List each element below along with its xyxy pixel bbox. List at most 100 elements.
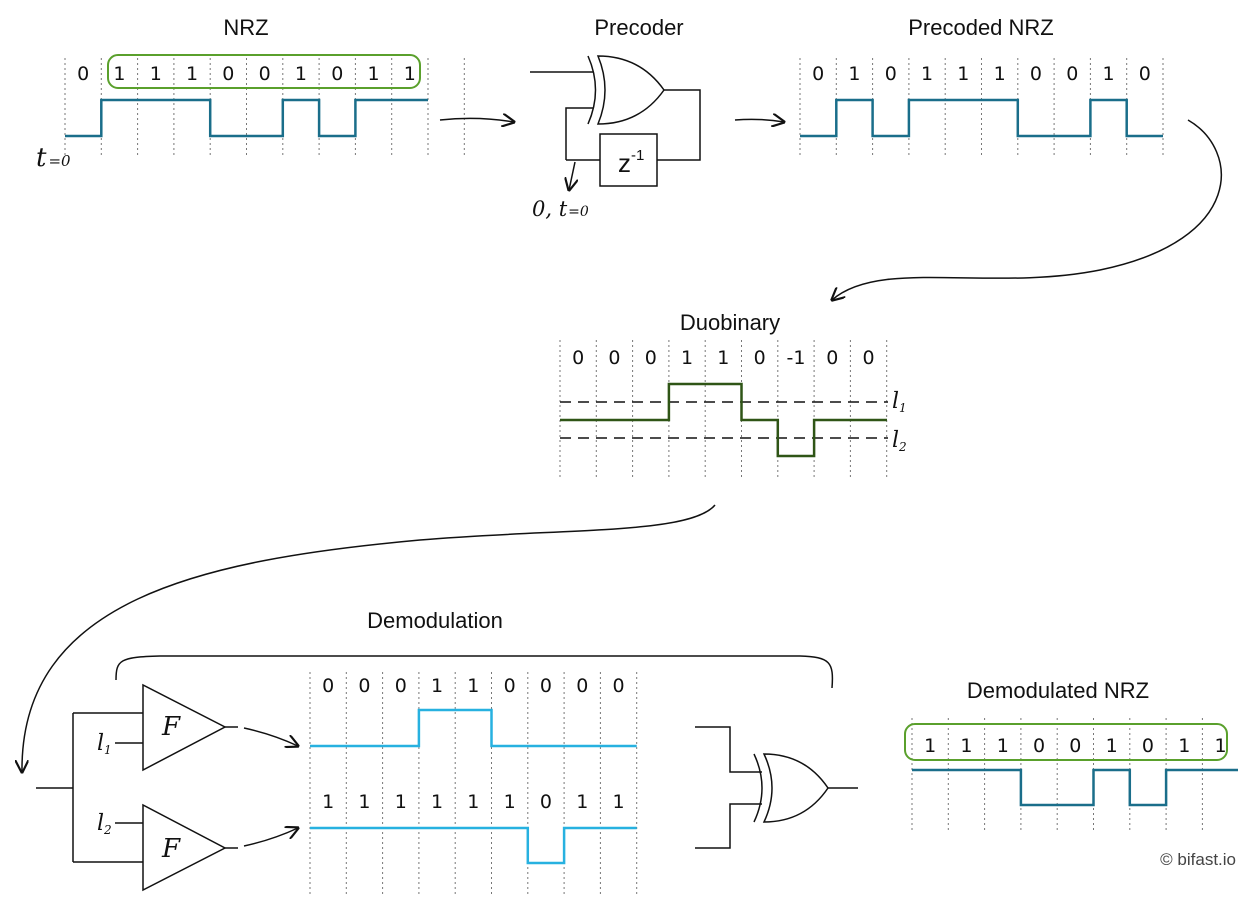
nrz-title: NRZ — [223, 15, 268, 40]
demod-lower-bit: 1 — [576, 791, 588, 813]
demod-grid — [309, 672, 638, 895]
demodulated-highlight — [904, 723, 1228, 761]
init-arrow — [569, 161, 575, 190]
arrow-nrz-to-precoder — [439, 118, 514, 122]
demodulated-bit: 0 — [1142, 735, 1154, 757]
precoded-bit: 0 — [885, 63, 897, 85]
t-zero-label: t=0 — [36, 143, 71, 173]
precoder-title: Precoder — [594, 15, 683, 40]
duobinary-symbol: 1 — [681, 347, 693, 369]
precoded-bit: 1 — [957, 63, 969, 85]
demod-upper-bit: 0 — [613, 675, 625, 697]
nrz-bit: 1 — [150, 63, 162, 85]
nrz-bit: 0 — [77, 63, 89, 85]
duobinary-symbol: 0 — [863, 347, 875, 369]
precoded-bit: 0 — [1139, 63, 1151, 85]
demodulated-grid — [911, 718, 1203, 832]
arrow-comparator-2 — [243, 828, 298, 847]
threshold-l2-label: l2 — [892, 428, 907, 454]
nrz-bit: 1 — [113, 63, 125, 85]
arrow-comparator-1 — [243, 727, 298, 746]
nrz-bit: 1 — [295, 63, 307, 85]
precoded-waveform — [800, 98, 1163, 138]
xor-gate-precoder — [530, 55, 701, 161]
duobinary-symbol: 0 — [608, 347, 620, 369]
arrow-precoder-to-precoded — [734, 119, 784, 122]
demodulated-bit-row: 1 1 1 0 0 1 0 1 1 — [924, 735, 1226, 757]
duobinary-waveform — [560, 382, 887, 458]
precoded-bit: 0 — [1066, 63, 1078, 85]
nrz-data-highlight — [107, 54, 421, 89]
demod-upper-bit: 0 — [395, 675, 407, 697]
demodulation-brace — [115, 655, 834, 689]
demod-lower-bit: 1 — [322, 791, 334, 813]
demod-lower-waveform — [310, 826, 637, 865]
threshold-l1-label: l1 — [892, 389, 907, 415]
demod-lower-bit: 0 — [540, 791, 552, 813]
credit-text: © bifast.io — [1160, 850, 1236, 869]
comparator-1-symbol: F — [161, 712, 181, 742]
comparator-2-ref-label: l2 — [97, 811, 112, 837]
demod-lower-bit: 1 — [431, 791, 443, 813]
duobinary-symbol: 1 — [717, 347, 729, 369]
demod-lower-bit: 1 — [467, 791, 479, 813]
demod-upper-bit: 0 — [504, 675, 516, 697]
duobinary-symbol: 0 — [754, 347, 766, 369]
demod-upper-bit: 1 — [467, 675, 479, 697]
demod-upper-bit: 0 — [322, 675, 334, 697]
duobinary-title: Duobinary — [680, 310, 780, 335]
duobinary-symbol: 0 — [572, 347, 584, 369]
nrz-bit: 1 — [404, 63, 416, 85]
arrow-duobinary-to-demod — [22, 504, 716, 772]
duobinary-symbol: 0 — [826, 347, 838, 369]
nrz-bit: 0 — [222, 63, 234, 85]
demod-upper-bit: 1 — [431, 675, 443, 697]
delay-label: z-1 — [618, 147, 644, 178]
comparator-1 — [142, 683, 227, 772]
arrow-precoded-to-duobinary — [832, 119, 1223, 300]
demodulated-bit: 1 — [997, 735, 1009, 757]
demod-lower-bit: 1 — [504, 791, 516, 813]
demodulation-title: Demodulation — [367, 608, 503, 633]
xor-gate-output — [695, 726, 858, 849]
demodulated-title: Demodulated NRZ — [967, 678, 1149, 703]
precoded-bit: 1 — [1103, 63, 1115, 85]
demod-upper-waveform — [310, 708, 637, 748]
demodulated-bit: 1 — [960, 735, 972, 757]
demodulated-bit: 1 — [1106, 735, 1118, 757]
demodulated-bit: 0 — [1033, 735, 1045, 757]
duobinary-symbol: 0 — [645, 347, 657, 369]
demod-upper-bit: 0 — [540, 675, 552, 697]
duobinary-symbol: -1 — [786, 347, 805, 369]
demod-lower-bit-row: 1 1 1 1 1 1 0 1 1 — [322, 791, 624, 813]
demodulated-bit: 1 — [924, 735, 936, 757]
demod-upper-bit-row: 0 0 0 1 1 0 0 0 0 — [322, 675, 624, 697]
demodulated-bit: 1 — [1178, 735, 1190, 757]
demod-lower-bit: 1 — [613, 791, 625, 813]
init-note: 0, t=0 — [532, 197, 589, 221]
precoded-bit: 1 — [921, 63, 933, 85]
demod-upper-bit: 0 — [358, 675, 370, 697]
demod-upper-bit: 0 — [576, 675, 588, 697]
precoded-bit-row: 0 1 0 1 1 1 0 0 1 0 — [812, 63, 1151, 85]
nrz-bit: 0 — [331, 63, 343, 85]
comparator-2 — [142, 803, 227, 892]
nrz-bit: 1 — [368, 63, 380, 85]
nrz-bit: 0 — [259, 63, 271, 85]
precoded-bit: 1 — [848, 63, 860, 85]
nrz-waveform — [65, 98, 428, 138]
nrz-bit-row: 0 1 1 1 0 0 1 0 1 1 — [77, 63, 416, 85]
nrz-bit: 1 — [186, 63, 198, 85]
precoded-bit: 1 — [994, 63, 1006, 85]
demodulated-bit: 1 — [1215, 735, 1227, 757]
precoded-bit: 0 — [812, 63, 824, 85]
demod-lower-bit: 1 — [358, 791, 370, 813]
duobinary-symbol-row: 0 0 0 1 1 0 -1 0 0 — [572, 347, 874, 369]
demod-lower-bit: 1 — [395, 791, 407, 813]
precoded-bit: 0 — [1030, 63, 1042, 85]
demodulated-bit: 0 — [1069, 735, 1081, 757]
comparator-2-symbol: F — [161, 834, 181, 864]
demodulated-waveform — [912, 768, 1238, 807]
comparator-1-ref-label: l1 — [97, 731, 112, 757]
